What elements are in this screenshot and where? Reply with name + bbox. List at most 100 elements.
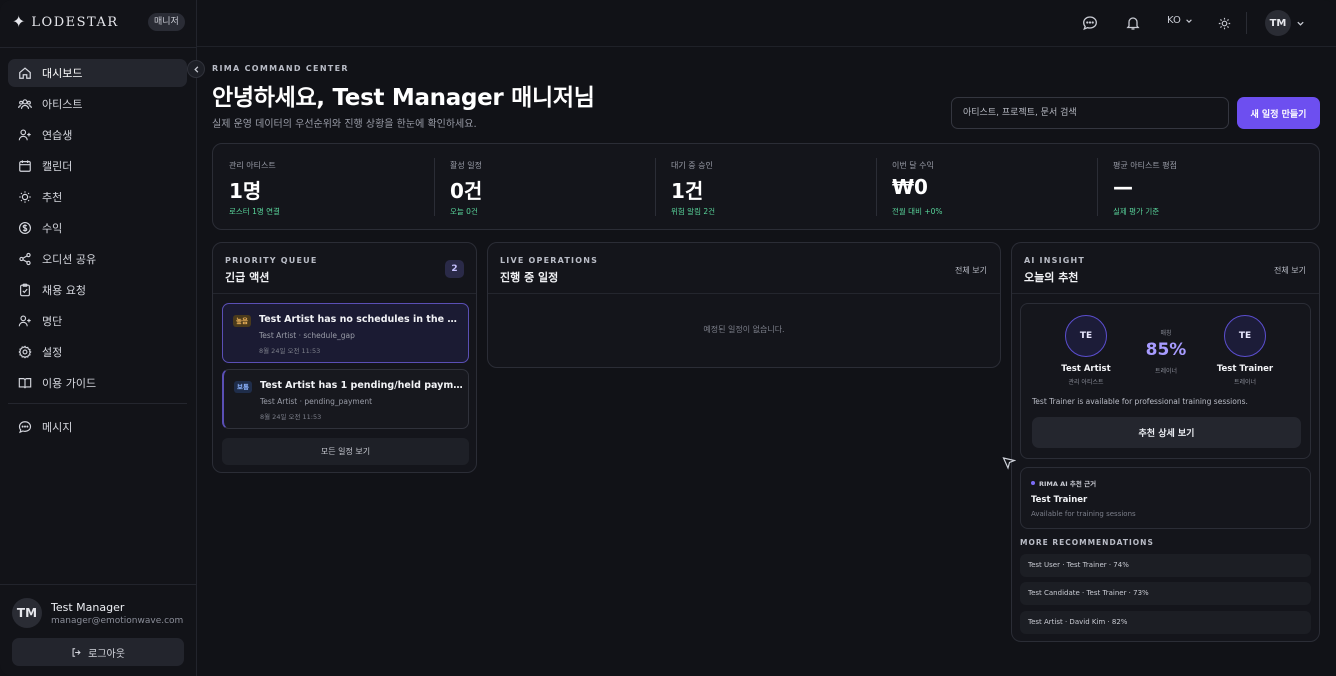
user-plus-icon [18, 129, 31, 141]
brand-logo[interactable]: ✦ LODESTAR [12, 12, 119, 32]
sidebar-item-audition-share[interactable]: 오디션 공유 [8, 245, 187, 273]
sidebar-item-messages[interactable]: 메시지 [8, 413, 187, 441]
view-all-schedules-button[interactable]: 모든 일정 보기 [222, 438, 469, 465]
panel-eyebrow: LIVE OPERATIONS [500, 256, 599, 265]
sidebar-item-settings[interactable]: 설정 [8, 338, 187, 366]
divider [876, 158, 877, 216]
sidebar-item-calendar[interactable]: 캘린더 [8, 152, 187, 180]
match-type: 트레이너 [1154, 368, 1178, 375]
gear-icon [18, 345, 32, 359]
sidebar-item-artists[interactable]: 아티스트 [8, 90, 187, 118]
sidebar-item-revenue[interactable]: 수익 [8, 214, 187, 242]
dollar-icon [19, 222, 31, 234]
panel-header: PRIORITY QUEUE 긴급 액션 2 [213, 243, 476, 294]
more-recommendations-label: MORE RECOMMENDATIONS [1020, 538, 1154, 547]
user-info: Test Manager manager@emotionwave.com [51, 601, 183, 626]
bell-icon [1126, 17, 1140, 30]
trainer-avatar: TE [1224, 315, 1266, 357]
stats-card: 관리 아티스트 1명 로스터 1명 연결 활성 일정 0건 오늘 0건 대기 중… [212, 143, 1320, 230]
empty-state: 예정된 일정이 없습니다. [703, 325, 785, 334]
queue-item[interactable]: 높음 Test Artist has no schedules in the n… [222, 303, 469, 363]
sidebar-item-guide[interactable]: 이용 가이드 [8, 369, 187, 397]
user-plus-icon [18, 315, 31, 327]
language-selector[interactable]: KO [1167, 15, 1193, 26]
sidebar-item-roster[interactable]: 명단 [8, 307, 187, 335]
count-badge: 2 [445, 260, 464, 278]
stat-label: 대기 중 승인 [671, 161, 713, 170]
user-email: manager@emotionwave.com [51, 615, 184, 626]
availability-text: Test Trainer is available for profession… [1032, 397, 1248, 406]
view-all-link[interactable]: 전체 보기 [1274, 266, 1306, 275]
stat-note: 전월 대비 +0% [892, 207, 943, 216]
stat-value: 1명 [229, 179, 262, 203]
panel-header: AI INSIGHT 오늘의 추천 전체 보기 [1012, 243, 1319, 294]
logout-button[interactable]: 로그아웃 [12, 638, 184, 666]
stat-value: — [1113, 175, 1133, 199]
role-badge: 매니저 [148, 13, 185, 31]
page-eyebrow: RIMA COMMAND CENTER [212, 64, 349, 73]
stat-value: 0건 [450, 179, 483, 203]
divider [655, 158, 656, 216]
mouse-cursor [1002, 455, 1017, 474]
panel-eyebrow: PRIORITY QUEUE [225, 256, 318, 265]
sidebar-item-hiring-request[interactable]: 채용 요청 [8, 276, 187, 304]
sidebar-item-label: 대시보드 [42, 67, 83, 80]
new-schedule-button[interactable]: 새 일정 만들기 [1237, 97, 1320, 129]
sidebar-item-label: 아티스트 [42, 98, 83, 111]
divider [0, 47, 197, 48]
chevron-down-icon [1186, 18, 1192, 23]
logout-label: 로그아웃 [88, 648, 125, 660]
logout-icon [72, 647, 81, 657]
reason-name: Test Trainer [1031, 495, 1088, 505]
user-name: Test Manager [51, 600, 125, 614]
theme-toggle[interactable] [1215, 14, 1233, 32]
sidebar-item-dashboard[interactable]: 대시보드 [8, 59, 187, 87]
chevron-left-icon [193, 65, 198, 73]
stat-label: 평균 아티스트 평점 [1113, 161, 1177, 170]
share-icon [19, 252, 31, 266]
sidebar-collapse-button[interactable] [187, 60, 205, 78]
stat-note: 오늘 0건 [450, 207, 478, 216]
user-profile[interactable]: TM Test Manager manager@emotionwave.com [12, 598, 187, 628]
live-operations-panel: LIVE OPERATIONS 진행 중 일정 전체 보기 예정된 일정이 없습… [487, 242, 1001, 368]
account-avatar[interactable]: TM [1265, 10, 1291, 36]
sidebar-item-label: 오디션 공유 [42, 253, 97, 266]
view-all-link[interactable]: 전체 보기 [955, 266, 987, 275]
stat-note: 실제 평가 기준 [1113, 207, 1160, 216]
panel-title: 오늘의 추천 [1024, 271, 1079, 284]
account-menu-button[interactable] [1291, 14, 1309, 32]
messages-button[interactable] [1081, 14, 1099, 32]
sidebar-item-label: 연습생 [42, 129, 73, 142]
sidebar-item-label: 명단 [42, 315, 63, 328]
recommendation-detail-button[interactable]: 추천 상세 보기 [1032, 417, 1301, 448]
artist-role: 관리 아티스트 [1068, 379, 1104, 386]
search-input[interactable] [951, 97, 1229, 129]
calendar-icon [19, 160, 31, 172]
recommendation-item[interactable]: Test Artist · David Kim · 82% [1020, 611, 1311, 634]
match-score: 85% [1145, 340, 1187, 360]
clipboard-icon [20, 283, 30, 297]
sidebar-item-label: 이용 가이드 [42, 377, 97, 390]
notifications-button[interactable] [1124, 14, 1142, 32]
priority-queue-panel: PRIORITY QUEUE 긴급 액션 2 높음 Test Artist ha… [212, 242, 477, 473]
dot-icon [1031, 481, 1035, 485]
queue-item[interactable]: 보통 Test Artist has 1 pending/held paymen… [222, 369, 469, 429]
queue-item-time: 8월 24일 오전 11:53 [260, 413, 322, 421]
sidebar-item-label: 캘린더 [42, 160, 73, 173]
panel-header: LIVE OPERATIONS 진행 중 일정 전체 보기 [488, 243, 1000, 294]
sidebar-item-trainees[interactable]: 연습생 [8, 121, 187, 149]
book-icon [18, 378, 32, 389]
queue-item-subtitle: Test Artist · pending_payment [260, 397, 373, 406]
page-subtitle: 실제 운영 데이터의 우선순위와 진행 상황을 한눈에 확인하세요. [212, 119, 477, 130]
sidebar-item-recommend[interactable]: 추천 [8, 183, 187, 211]
avatar: TM [12, 598, 42, 628]
chat-icon [1083, 16, 1097, 31]
recommendation-item[interactable]: Test Candidate · Test Trainer · 73% [1020, 582, 1311, 605]
sun-icon [1218, 17, 1230, 29]
recommendation-item[interactable]: Test User · Test Trainer · 74% [1020, 554, 1311, 577]
queue-item-title: Test Artist has no schedules in the next… [259, 314, 463, 325]
chevron-down-icon [1296, 21, 1304, 26]
sidebar-item-label: 채용 요청 [42, 284, 86, 297]
reason-eyebrow-label: RIMA AI 추천 근거 [1039, 480, 1097, 488]
